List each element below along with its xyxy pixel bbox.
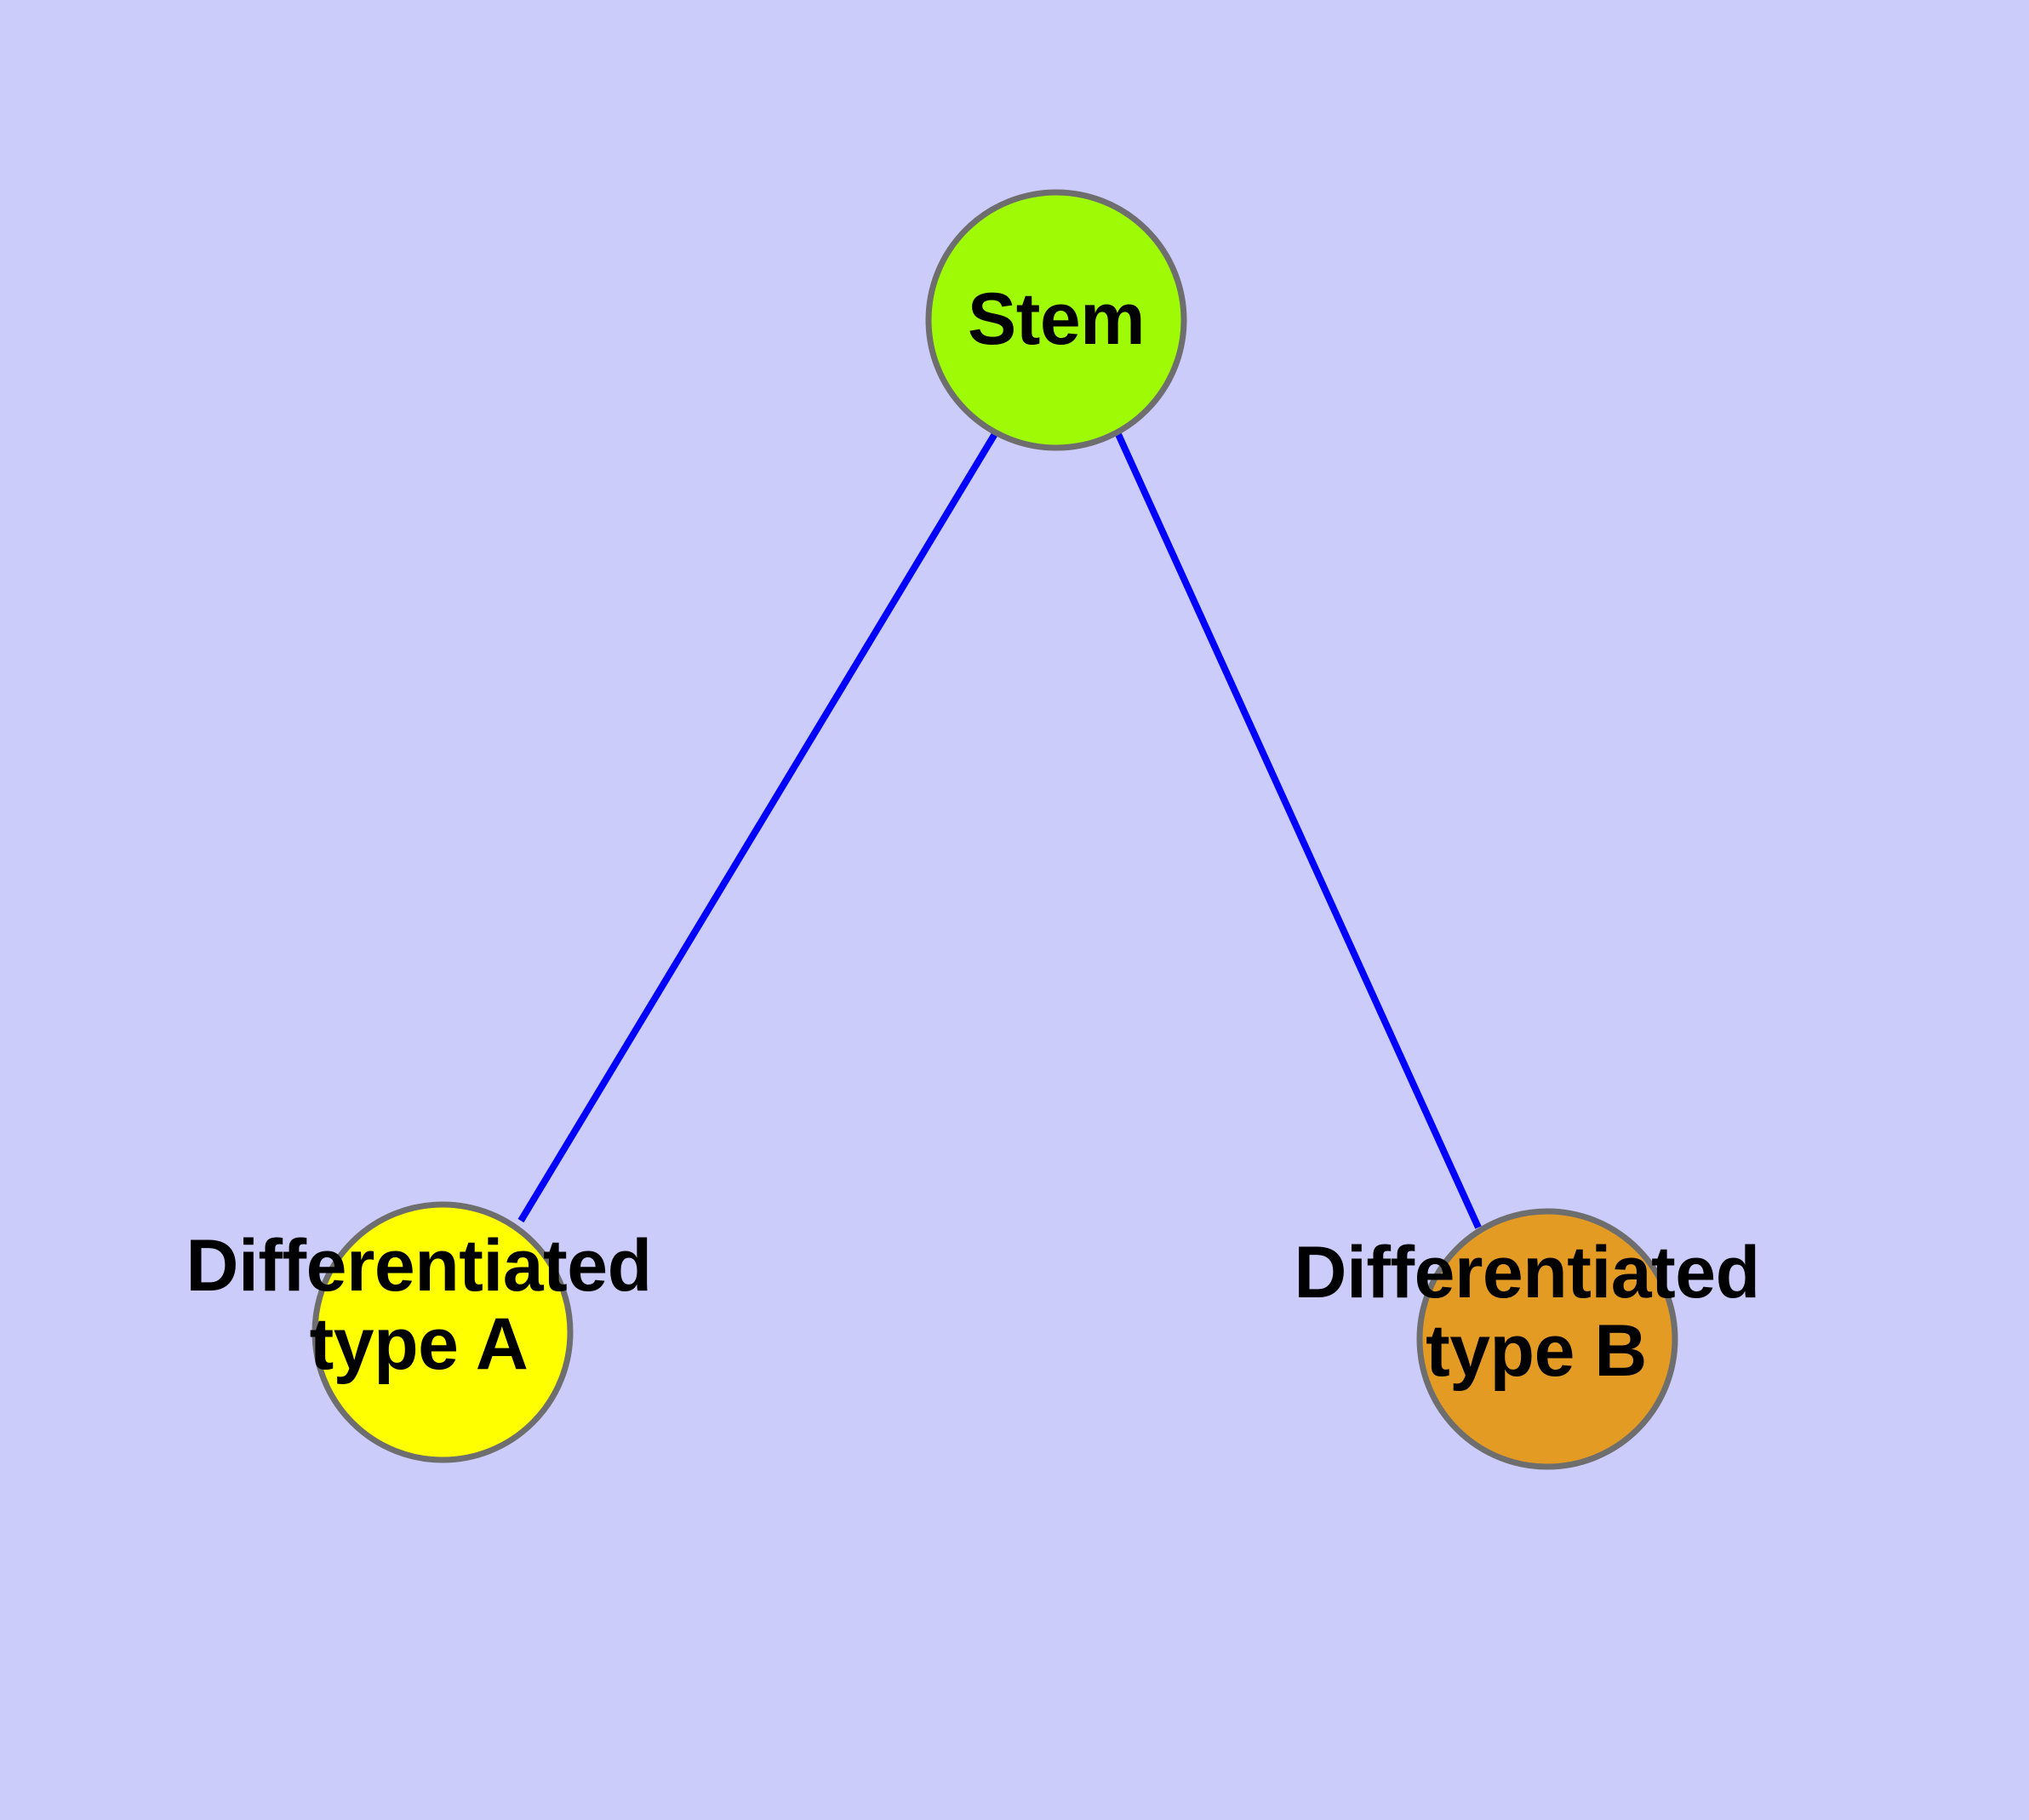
node-stem-circle[interactable] [925, 189, 1187, 451]
node-differentiated-type-a-circle[interactable] [311, 1201, 574, 1463]
nodes-group [311, 189, 1678, 1470]
node-differentiated-type-b-circle[interactable] [1416, 1208, 1678, 1470]
edges-group [517, 430, 1482, 1229]
edge-stem-to-differentiated-type-a[interactable] [517, 430, 999, 1223]
edge-stem-to-differentiated-type-b[interactable] [1114, 431, 1482, 1229]
